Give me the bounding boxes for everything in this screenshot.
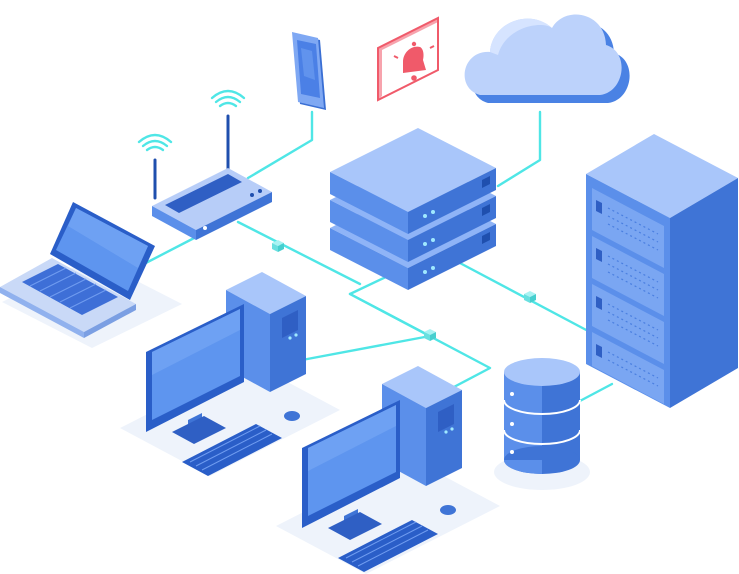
link-db-rack (576, 382, 614, 404)
connector-node (272, 240, 284, 252)
wifi-signal-icon (137, 89, 246, 152)
server-unit (330, 128, 496, 234)
link-cloud-server (496, 110, 542, 188)
cloud-icon (464, 14, 630, 104)
desktop-computer-icon (276, 366, 500, 574)
wifi-router-icon (137, 89, 272, 240)
keyboard-icon (338, 520, 438, 572)
smartphone-icon (292, 32, 326, 110)
link-router-server (236, 220, 362, 286)
connector-node (524, 291, 536, 303)
rack-bays (592, 188, 664, 404)
link-bus-desktop2 (348, 292, 492, 390)
server-stack-icon (330, 128, 496, 290)
link-phone-hub (246, 110, 314, 180)
laptop-keys (29, 267, 107, 309)
link-router-laptop (138, 234, 200, 268)
keyboard-icon (182, 424, 282, 476)
connector-node (424, 329, 436, 341)
connection-nodes (272, 240, 536, 341)
database-icon (494, 358, 590, 490)
server-rack-icon (586, 134, 738, 408)
mouse-icon (440, 505, 456, 515)
mouse-icon (284, 411, 300, 421)
bell-alert-icon (377, 16, 439, 102)
desktop-computer-icon (120, 272, 340, 476)
laptop-icon (0, 202, 182, 348)
